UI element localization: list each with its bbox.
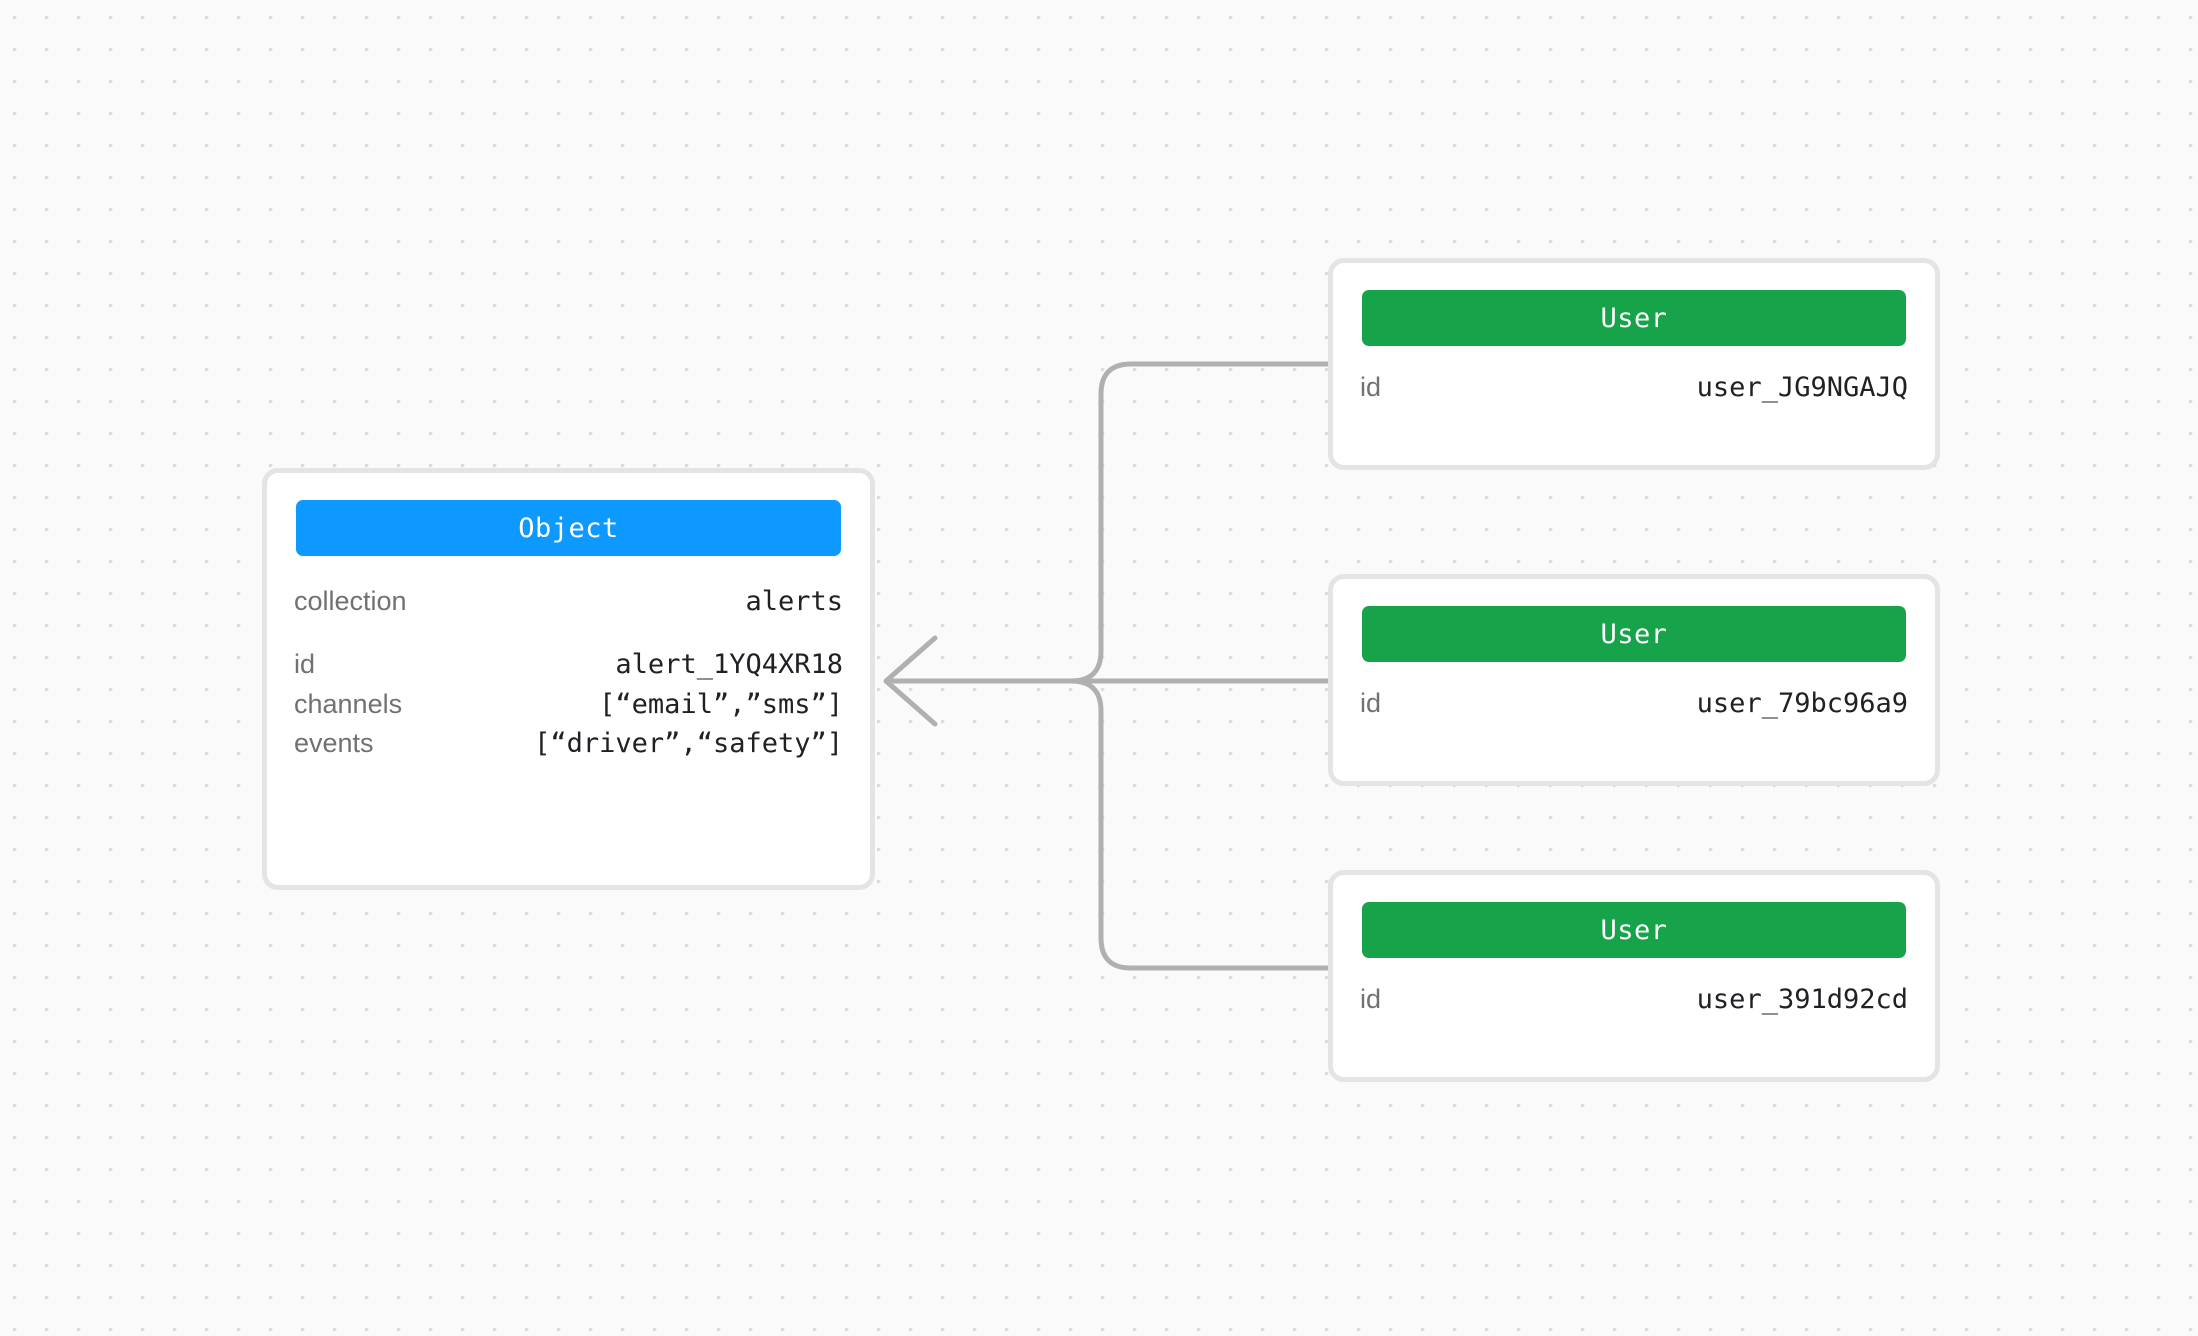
table-row: collection alerts	[294, 582, 843, 621]
table-row: id user_79bc96a9	[1360, 684, 1908, 723]
object-card-title: Object	[518, 512, 619, 544]
user-card-1[interactable]: User id user_JG9NGAJQ	[1328, 258, 1940, 470]
object-card-header: Object	[296, 500, 841, 556]
row-label: id	[1360, 688, 1382, 718]
row-label: id	[1360, 984, 1382, 1014]
row-value: alert_1YQ4XR18	[615, 649, 843, 681]
row-value: user_79bc96a9	[1696, 688, 1908, 719]
arrowhead-left-icon	[883, 635, 938, 727]
edge-user1-to-object	[887, 361, 1333, 684]
row-value: [“email”,”sms”]	[599, 688, 843, 720]
user-card-title: User	[1600, 302, 1668, 334]
user-card-3[interactable]: User id user_391d92cd	[1328, 870, 1940, 1082]
user-card-header: User	[1362, 290, 1906, 346]
row-value: user_JG9NGAJQ	[1696, 372, 1908, 403]
user-card-title: User	[1600, 618, 1668, 650]
user-card-header: User	[1362, 902, 1906, 958]
edge-user3-to-object	[887, 678, 1333, 971]
row-label: channels	[294, 688, 403, 719]
row-label: events	[294, 727, 374, 758]
row-label: collection	[294, 586, 407, 616]
row-label: id	[1360, 372, 1382, 402]
row-value: user_391d92cd	[1696, 984, 1908, 1015]
table-row: id user_JG9NGAJQ	[1360, 368, 1908, 407]
object-card-rows: collection alerts id alert_1YQ4XR18 chan…	[294, 582, 843, 763]
table-row: id user_391d92cd	[1360, 980, 1908, 1019]
user-card-2[interactable]: User id user_79bc96a9	[1328, 574, 1940, 786]
table-row: channels [“email”,”sms”]	[294, 685, 843, 724]
row-label: id	[294, 649, 316, 680]
row-value: [“driver”,“safety”]	[534, 727, 843, 759]
table-row: id alert_1YQ4XR18	[294, 645, 843, 684]
user-card-rows: id user_391d92cd	[1360, 980, 1908, 1019]
user-card-rows: id user_JG9NGAJQ	[1360, 368, 1908, 407]
user-card-title: User	[1600, 914, 1668, 946]
object-card[interactable]: Object collection alerts id alert_1YQ4XR…	[262, 468, 875, 890]
row-value: alerts	[745, 586, 843, 617]
user-card-rows: id user_79bc96a9	[1360, 684, 1908, 723]
table-row: events [“driver”,“safety”]	[294, 724, 843, 763]
user-card-header: User	[1362, 606, 1906, 662]
